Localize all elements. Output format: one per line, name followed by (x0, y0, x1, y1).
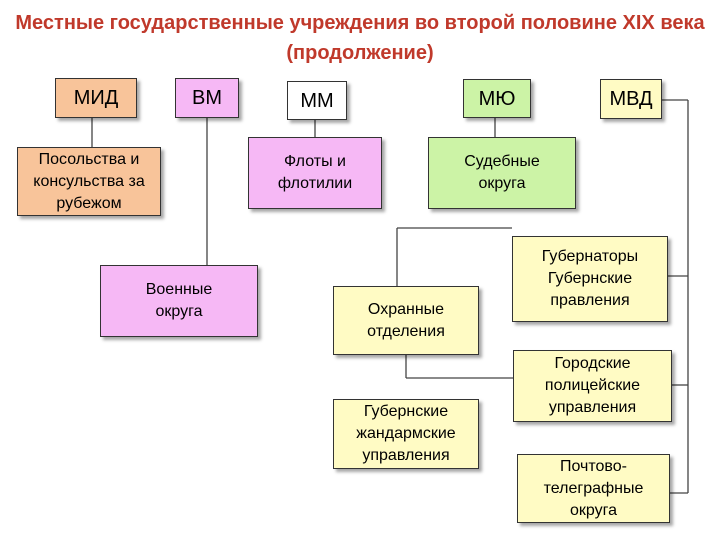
ministry-mvd-box: МВД (600, 79, 662, 119)
city-police-box: Городские полицейские управления (513, 350, 672, 422)
ministry-mm-box: ММ (287, 81, 347, 120)
judicial-districts-box: Судебные округа (428, 137, 576, 209)
governors-box: Губернаторы Губернские правления (512, 236, 668, 322)
ministry-vm-box: ВМ (175, 78, 239, 118)
ministry-mid-box: МИД (55, 78, 137, 118)
fleets-box: Флоты и флотилии (248, 137, 382, 209)
security-departments-box: Охранные отделения (333, 286, 479, 355)
postal-telegraph-box: Почтово-телеграфные округа (517, 454, 670, 523)
ministry-myu-box: МЮ (463, 79, 531, 118)
embassies-box: Посольства и консульства за рубежом (17, 147, 161, 216)
military-districts-box: Военные округа (100, 265, 258, 337)
gendarme-administrations-box: Губернские жандармские управления (333, 399, 479, 469)
diagram-title: Местные государственные учреждения во вт… (15, 12, 705, 64)
